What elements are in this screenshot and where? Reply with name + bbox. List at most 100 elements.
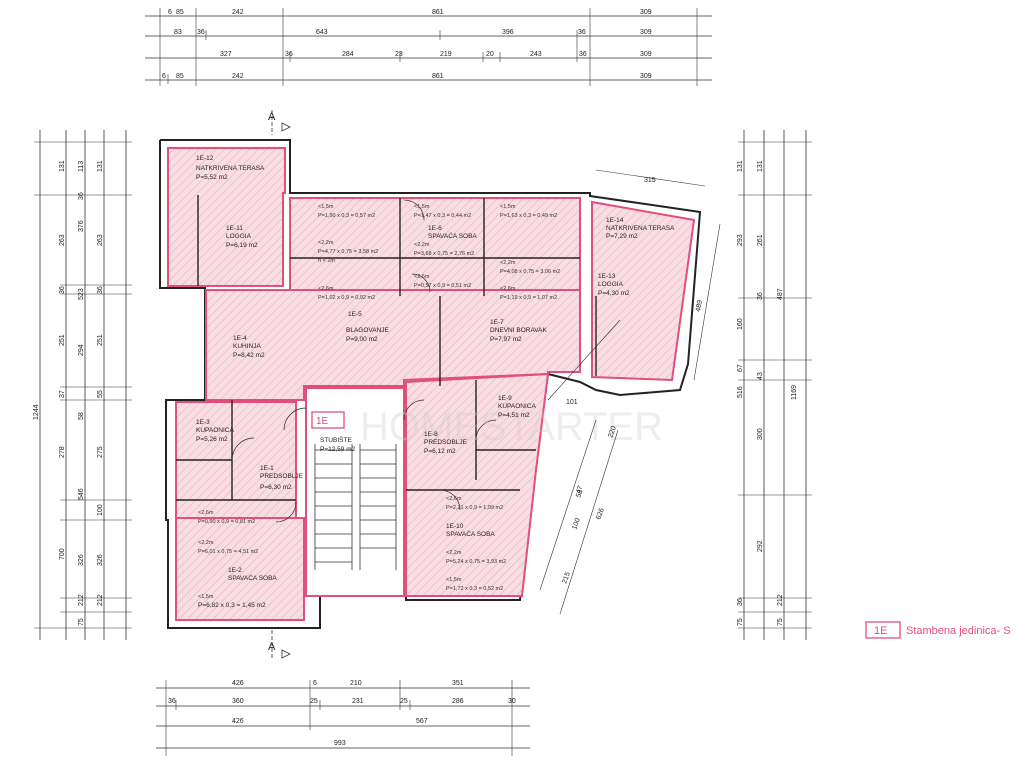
note: P=4,08 x 0,75 = 3,06 m2 — [500, 269, 560, 275]
room-id: 1E-13 — [598, 273, 616, 280]
dim-label: 243 — [530, 51, 542, 58]
room-id: 1E-9 — [498, 395, 512, 402]
note: <2,6m — [414, 274, 430, 280]
dim-label: 131 — [757, 160, 764, 172]
dim-label: 242 — [232, 9, 244, 16]
dim-label: 36 — [78, 192, 85, 200]
dim-label: 861 — [432, 9, 444, 16]
room-area: P=6,82 x 0,3 = 1,45 m2 — [198, 602, 266, 609]
dim-label: 396 — [502, 29, 514, 36]
dim-label: 309 — [640, 73, 652, 80]
dim-label: 360 — [232, 698, 244, 705]
dim-label: 523 — [78, 288, 85, 300]
dim-label: 25 — [310, 698, 318, 705]
stairs-name: STUBIŠTE — [320, 435, 352, 444]
dim-label: 23 — [395, 51, 403, 58]
room-area: P=6,12 m2 — [424, 448, 456, 455]
dim-label: 215 — [561, 571, 572, 584]
room-area: P=5,26 m2 — [196, 436, 228, 443]
angled-dimension-labels: 315 489 220 626 100 58 215 101 47 — [561, 177, 704, 585]
room-id: 1E-8 — [424, 431, 438, 438]
dim-label: 36 — [578, 29, 586, 36]
section-markers: A A — [268, 110, 291, 660]
dim-label: 212 — [777, 594, 784, 606]
dim-label: 1169 — [791, 385, 798, 400]
dim-label: 861 — [432, 73, 444, 80]
dim-label: 284 — [342, 51, 354, 58]
room-name: NATKRIVENA TERASA — [196, 165, 265, 172]
room-1E-2[interactable] — [175, 517, 305, 621]
left-dimensions — [34, 130, 132, 640]
note: <1,5m — [318, 204, 334, 210]
stairs-area: P=12,59 m2 — [320, 446, 356, 453]
note: <1,5m — [198, 594, 214, 600]
room-id: 1E-12 — [196, 155, 214, 162]
stair-treads — [314, 444, 397, 570]
dim-label: 546 — [78, 488, 85, 500]
room-name: KUHINJA — [233, 343, 261, 350]
dim-label: 231 — [352, 698, 364, 705]
room-area: P=7,29 m2 — [606, 233, 638, 240]
room-1E-14[interactable] — [591, 200, 696, 382]
note: <1,5m — [446, 577, 462, 583]
room-area: P=9,00 m2 — [346, 336, 378, 343]
dim-label: 286 — [452, 698, 464, 705]
dim-label: 426 — [232, 718, 244, 725]
dim-label: 36 — [737, 598, 744, 606]
room-main-living[interactable] — [205, 289, 581, 401]
dim-label: 6 — [313, 680, 317, 687]
dim-label: 220 — [607, 425, 618, 438]
room-name: PREDSOBLJE — [424, 439, 468, 446]
dim-label: 261 — [757, 234, 764, 246]
note: P=1,72 x 0,3 = 0,52 m2 — [446, 586, 503, 592]
dim-label: 293 — [737, 234, 744, 246]
interior-walls — [176, 195, 597, 501]
dim-label: 489 — [695, 300, 704, 313]
dim-label: 75 — [737, 618, 744, 626]
dim-label: 426 — [232, 680, 244, 687]
room-name: LOGGIA — [226, 233, 252, 240]
dim-label: 30 — [508, 698, 516, 705]
dim-label: 67 — [737, 364, 744, 372]
bottom-dimensions — [156, 680, 530, 756]
dim-label: 315 — [644, 177, 656, 184]
dim-label: 20 — [486, 51, 494, 58]
note: P=1,02 x 0,9 = 0,92 m2 — [318, 295, 375, 301]
dim-label: 219 — [440, 51, 452, 58]
dim-label: 210 — [350, 680, 362, 687]
room-1E-12[interactable] — [167, 147, 286, 287]
dim-label: 251 — [97, 334, 104, 346]
dim-label: 212 — [97, 594, 104, 606]
note: P=3,68 x 0,75 = 2,76 m2 — [414, 251, 474, 257]
stair-tag: 1E — [311, 411, 345, 429]
note: <2,2m — [318, 240, 334, 246]
room-right-lower[interactable] — [405, 372, 550, 597]
top-dimension-labels: 6 85 242 861 309 83 36 643 396 36 309 32… — [162, 9, 652, 80]
room-name: KUPAONICA — [498, 403, 536, 410]
dim-label: 83 — [174, 29, 182, 36]
dim-label: 6 — [162, 73, 166, 80]
room-name: LOGGIA — [598, 281, 624, 288]
legend-text: Stambena jedinica- S — [906, 625, 1011, 637]
room-area: P=8,42 m2 — [233, 352, 265, 359]
note: <2,2m — [198, 540, 214, 546]
right-dimensions — [738, 130, 812, 640]
room-id: 1E-10 — [446, 523, 464, 530]
height-notes: <1,5m P=1,90 x 0,3 = 0,57 m2 <2,2m P=4,7… — [198, 204, 560, 600]
room-stairs[interactable] — [305, 387, 405, 597]
legend: 1E Stambena jedinica- S — [865, 621, 1011, 639]
room-upper-strip[interactable] — [289, 197, 581, 291]
note: <2,2m — [414, 242, 430, 248]
dim-label: 643 — [316, 29, 328, 36]
room-name: DNEVNI BORAVAK — [490, 327, 547, 334]
dim-label: 25 — [400, 698, 408, 705]
note: P=0,90 x 0,9 = 0,81 m2 — [198, 519, 255, 525]
stair-tag-label: 1E — [316, 416, 329, 427]
room-labels: 1E-12 NATKRIVENA TERASA P=5,52 m2 1E-11 … — [196, 155, 675, 609]
dim-label: 263 — [59, 234, 66, 246]
bottom-dimension-labels: 426 6 210 351 36 360 25 231 25 286 30 42… — [168, 680, 516, 747]
dim-label: 36 — [168, 698, 176, 705]
section-marker-top: A — [268, 111, 276, 123]
room-id: 1E-6 — [428, 225, 442, 232]
room-area: P=6,30 m2 — [260, 484, 292, 491]
